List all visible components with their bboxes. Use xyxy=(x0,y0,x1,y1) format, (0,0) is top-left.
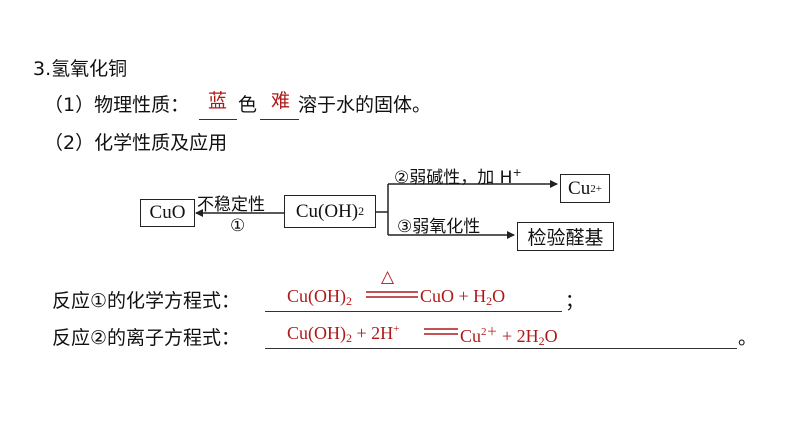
reaction2-product-water-sub: 2 xyxy=(538,334,545,348)
reaction1-condition: △ xyxy=(381,267,395,287)
branch-top-label: ②弱碱性，加 H+ xyxy=(394,163,522,188)
reaction1-product-b: O xyxy=(492,286,506,306)
cu2plus-main: Cu xyxy=(568,177,591,199)
reaction2-plus-h: + 2H xyxy=(352,323,394,343)
reaction2-end-punct: 。 xyxy=(738,327,758,349)
chemical-label: （2）化学性质及应用 xyxy=(44,132,228,154)
reaction2-product-cu-sup: 2＋ xyxy=(481,326,498,338)
branch-top-text: ②弱碱性，加 H xyxy=(394,168,513,188)
arrow1-bottom-label: ① xyxy=(230,216,246,236)
reaction1-reactant-sub: 2 xyxy=(346,294,352,308)
physical-label: （1）物理性质： xyxy=(44,94,190,116)
reaction2-plus-h-sup: + xyxy=(393,323,400,335)
solubility-suffix: 溶于水的固体。 xyxy=(298,94,432,116)
solubility-answer-blank xyxy=(260,119,299,120)
aldehyde-test-label: 检验醛基 xyxy=(527,227,604,249)
branch-bottom-label: ③弱氧化性 xyxy=(397,217,481,237)
reaction1-end-punct: ； xyxy=(565,290,585,312)
reaction1-blank xyxy=(265,311,562,312)
reaction1-reactant-text: Cu(OH) xyxy=(287,286,346,306)
color-suffix: 色 xyxy=(238,94,258,116)
color-answer: 蓝 xyxy=(208,90,228,112)
aldehyde-test-box: 检验醛基 xyxy=(517,222,614,251)
reaction1-label: 反应①的化学方程式： xyxy=(52,290,241,312)
cuoh2-sub: 2 xyxy=(358,204,365,218)
branch-top-sup: + xyxy=(512,166,522,179)
reaction1-reactant: Cu(OH)2 xyxy=(287,286,352,309)
arrow1-top-label: 不稳定性 xyxy=(197,195,265,215)
reaction1-product-a-sub: 2 xyxy=(486,294,493,308)
reaction1-products: CuO + H2O xyxy=(420,286,505,309)
reaction1-product-a: CuO + H xyxy=(420,286,487,306)
cuoh2-main: Cu(OH) xyxy=(295,200,359,222)
color-answer-blank xyxy=(199,119,237,120)
section-title: 3.氢氧化铜 xyxy=(33,58,128,80)
cuoh2-box: Cu(OH)2 xyxy=(284,195,376,228)
solubility-answer: 难 xyxy=(271,90,291,112)
reaction2-equals xyxy=(424,328,458,335)
reaction2-blank xyxy=(265,348,737,349)
reaction1-equals xyxy=(366,291,418,298)
reaction2-product-water: + 2H xyxy=(497,326,539,346)
cu2plus-sup: 2+ xyxy=(590,182,602,195)
reaction2-product-water-o: O xyxy=(544,326,558,346)
reaction2-reactant-text: Cu(OH) xyxy=(287,323,346,343)
reaction2-label: 反应②的离子方程式： xyxy=(52,327,241,349)
reaction2-reactant-sub: 2 xyxy=(346,331,352,345)
cuo-box: CuO xyxy=(140,199,195,227)
reaction2-products: Cu2＋ + 2H2O xyxy=(460,323,558,349)
cuo-box-label: CuO xyxy=(149,202,186,223)
reaction2-reactants: Cu(OH)2 + 2H+ xyxy=(287,323,399,346)
reaction2-product-cu: Cu xyxy=(460,326,482,346)
